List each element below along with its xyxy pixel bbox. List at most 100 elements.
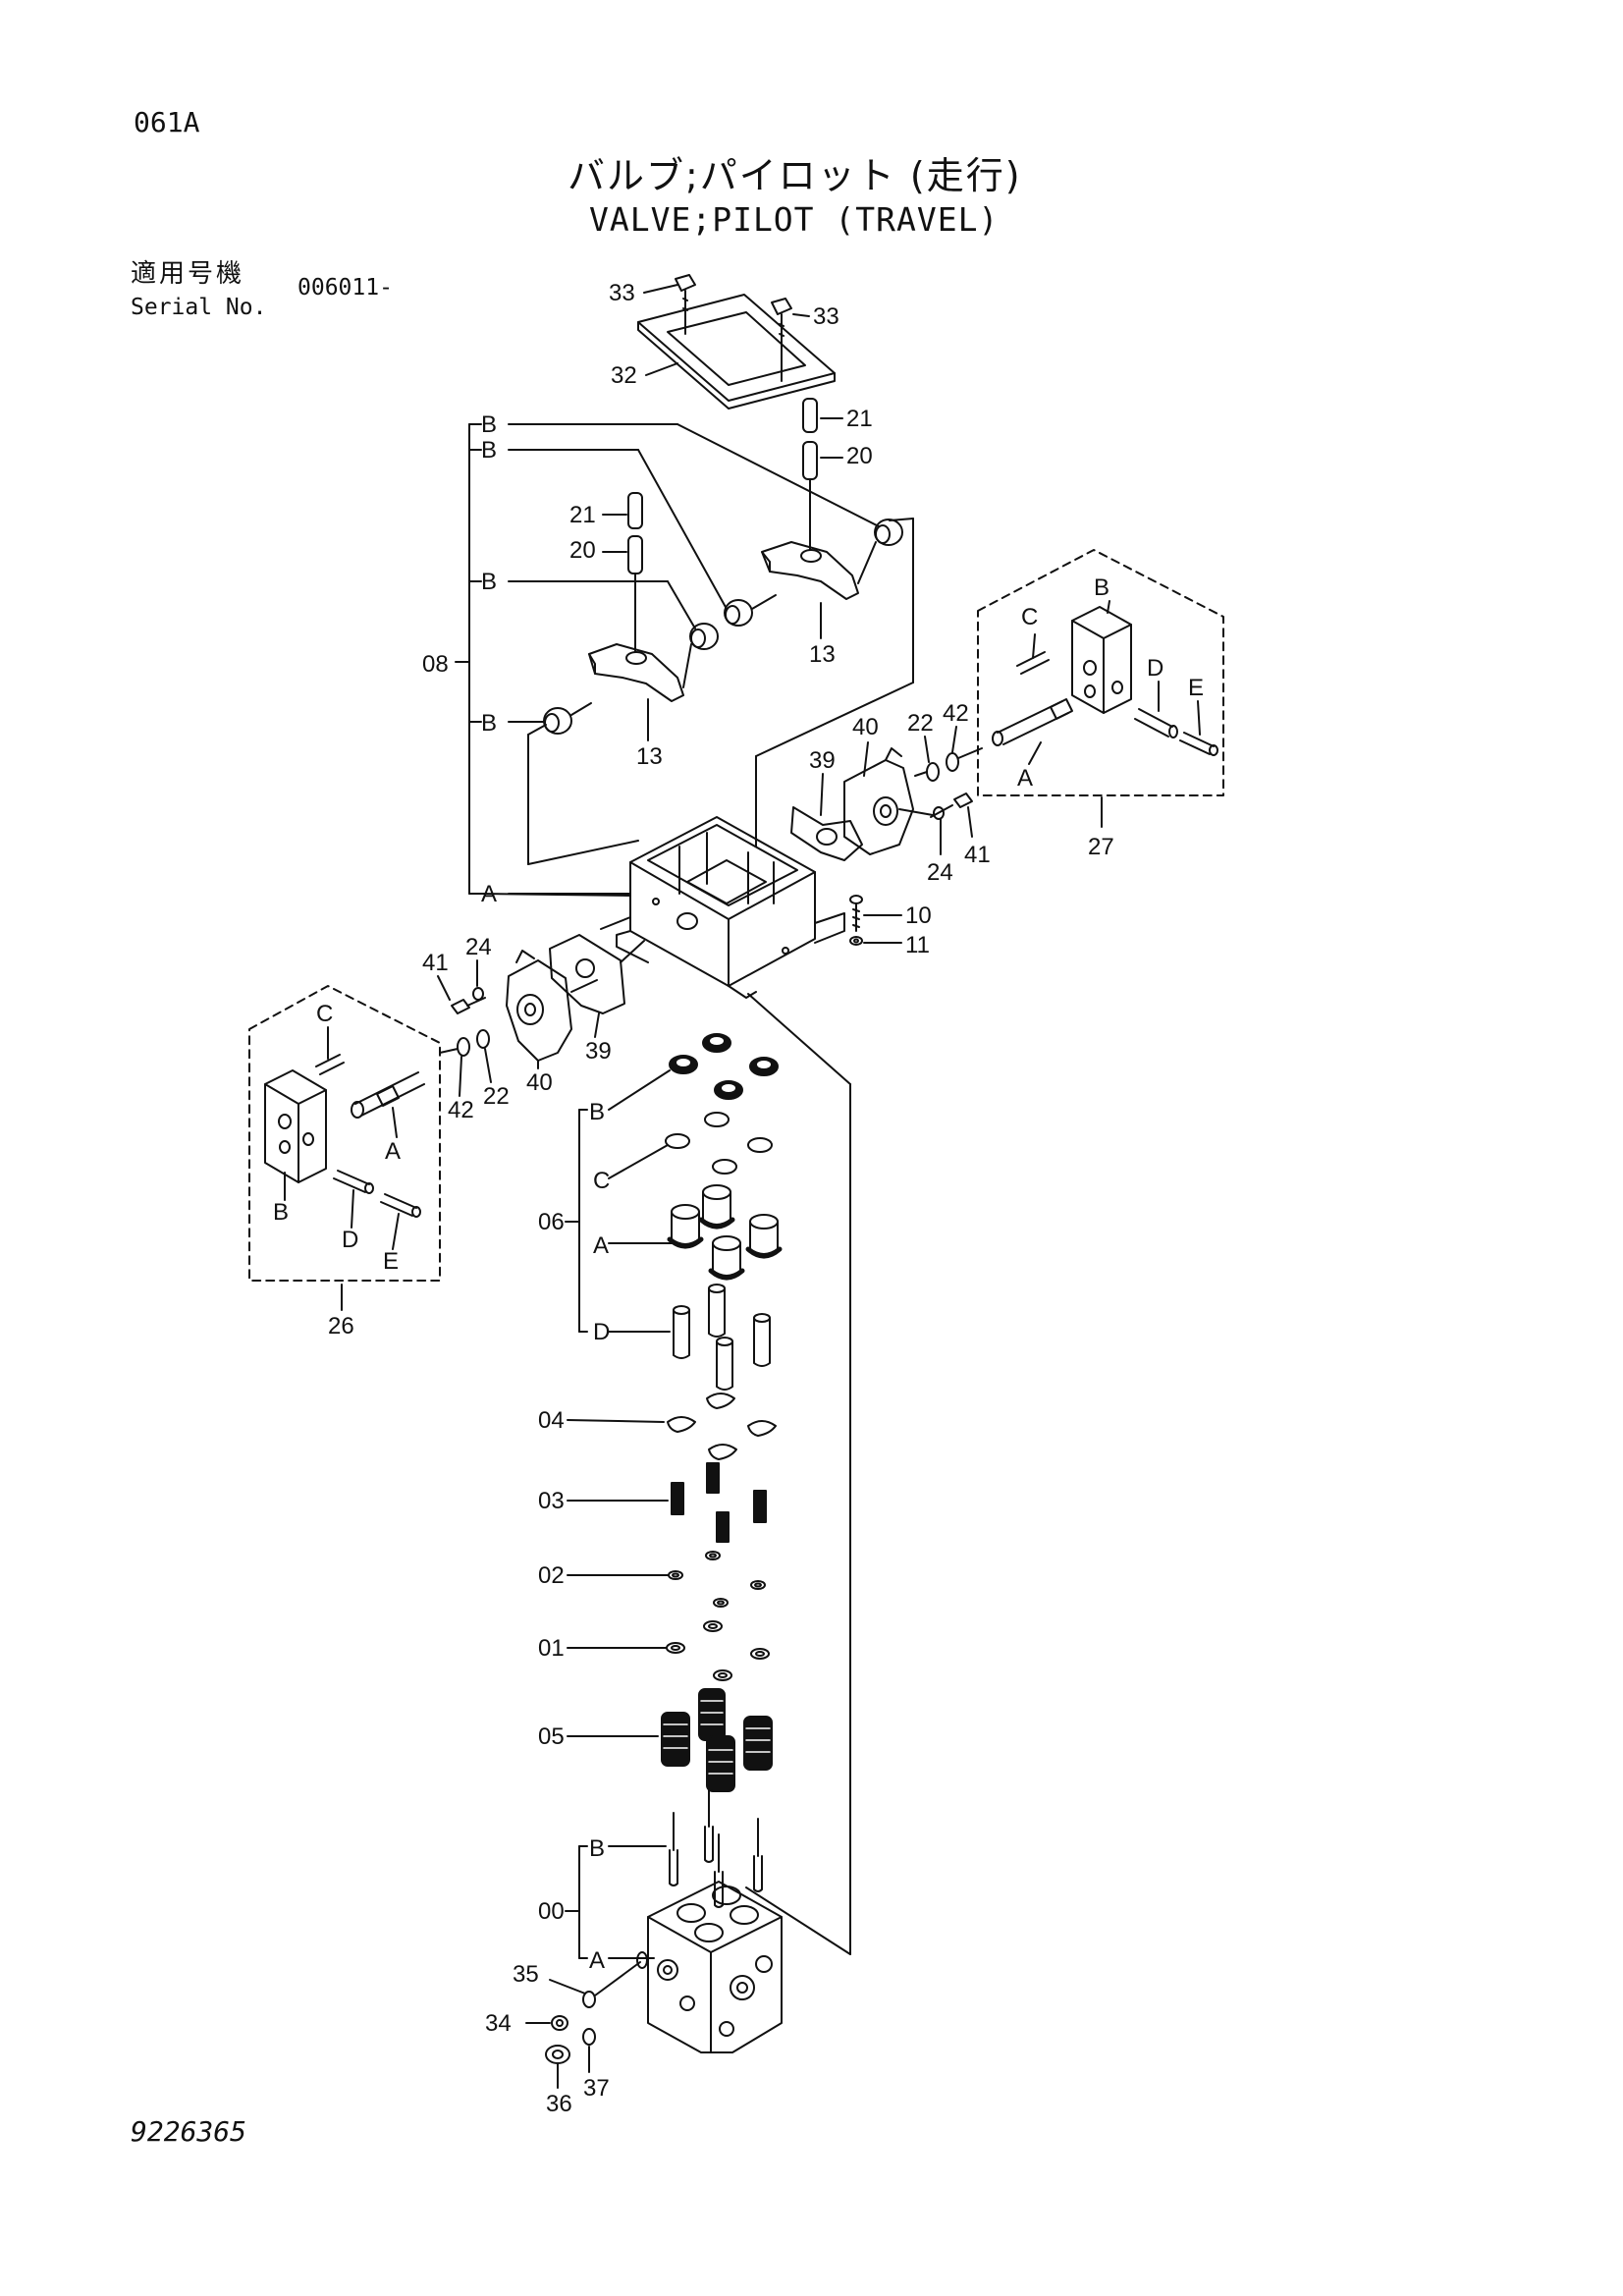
o-ring-35 — [582, 1991, 596, 2008]
callout-20b: 20 — [569, 537, 596, 564]
cap-40-left — [506, 950, 572, 1062]
callout-34: 34 — [485, 2010, 512, 2037]
plug-36 — [545, 2045, 570, 2064]
assembly-27-right — [977, 549, 1224, 796]
spool-set-00 — [669, 1788, 763, 1908]
callout-33a: 33 — [609, 280, 635, 306]
assembly-26-left — [248, 985, 441, 1282]
lever-13-left — [588, 643, 684, 702]
callout-03: 03 — [538, 1488, 565, 1514]
washer-set-02 — [668, 1551, 766, 1608]
bolt-41-left — [451, 997, 486, 1014]
callout-26: 26 — [328, 1313, 354, 1339]
letter-right-b: B — [1094, 574, 1109, 601]
letter-right-d: D — [1147, 655, 1163, 682]
callout-24-right: 24 — [927, 859, 953, 886]
o-ring-42-left — [457, 1037, 470, 1057]
bushing-b2 — [724, 599, 753, 627]
callout-21b: 21 — [569, 502, 596, 528]
callout-39-right: 39 — [809, 747, 836, 774]
letter-06-b: B — [589, 1099, 605, 1125]
callout-24-left: 24 — [465, 934, 492, 960]
letter-b4: B — [481, 710, 497, 737]
callout-13a: 13 — [809, 641, 836, 668]
callout-41-right: 41 — [964, 842, 991, 868]
letter-b2: B — [481, 437, 497, 464]
o-ring-22-right — [926, 762, 940, 782]
letter-b1: B — [481, 411, 497, 438]
callout-42-left: 42 — [448, 1097, 474, 1123]
bolt-33a — [675, 274, 696, 335]
letter-left-e: E — [383, 1248, 399, 1275]
letter-06-d: D — [593, 1319, 610, 1345]
letter-left-a: A — [385, 1138, 401, 1165]
lever-13-right — [761, 541, 859, 600]
callout-06: 06 — [538, 1209, 565, 1235]
bushing-b4 — [543, 707, 572, 735]
callout-40-left: 40 — [526, 1069, 553, 1096]
o-ring-42-right — [946, 752, 959, 772]
bushing-b3 — [689, 623, 719, 650]
washer-set-01 — [666, 1620, 770, 1681]
serial-label-japanese: 適用号機 — [131, 259, 245, 289]
pin-21-upper — [802, 398, 818, 433]
callout-00: 00 — [538, 1898, 565, 1925]
serial-label-english: Serial No. — [131, 295, 267, 320]
title-japanese: バルブ;パイロット (走行) — [568, 154, 1022, 197]
callout-42-right: 42 — [943, 700, 969, 727]
pin-20-lower — [627, 535, 643, 574]
pin-set-06-D — [673, 1284, 771, 1391]
callout-05: 05 — [538, 1723, 565, 1750]
plate-set-06-C — [665, 1112, 773, 1175]
callout-37: 37 — [583, 2075, 610, 2102]
callout-35: 35 — [513, 1961, 539, 1988]
cover-plate — [637, 294, 836, 410]
plug-34 — [551, 2015, 568, 2031]
valve-body — [600, 816, 845, 999]
callout-labels: 33 33 32 21 20 21 20 13 13 08 40 22 42 3… — [273, 280, 1204, 2117]
letter-00-a: A — [589, 1947, 605, 1974]
plug-set-06-A — [667, 1184, 783, 1281]
letter-right-e: E — [1188, 675, 1204, 701]
lower-body — [636, 1881, 783, 2053]
letter-06-c: C — [593, 1168, 610, 1194]
letter-right-a: A — [1017, 765, 1033, 792]
callout-20a: 20 — [846, 443, 873, 469]
letter-b3: B — [481, 569, 497, 595]
callout-02: 02 — [538, 1562, 565, 1589]
callout-04: 04 — [538, 1407, 565, 1434]
letter-left-b: B — [273, 1199, 289, 1226]
pin-20-upper — [802, 441, 818, 480]
bolt-33b — [771, 298, 792, 382]
callout-11: 11 — [905, 932, 930, 958]
washer-24-right — [933, 806, 945, 820]
letter-00-b: B — [589, 1835, 605, 1862]
callout-33b: 33 — [813, 303, 839, 330]
gasket-39-right — [790, 806, 863, 861]
callout-08: 08 — [422, 651, 449, 678]
callout-01: 01 — [538, 1635, 565, 1662]
spring-set-03 — [671, 1462, 767, 1543]
pin-21-lower — [627, 492, 643, 529]
callout-22-right: 22 — [907, 710, 934, 737]
bracket-06 — [565, 1109, 588, 1333]
letter-left-d: D — [342, 1227, 358, 1253]
callout-10: 10 — [905, 902, 932, 929]
spring-set-05 — [661, 1688, 773, 1792]
callout-36: 36 — [546, 2091, 572, 2117]
letter-left-c: C — [316, 1001, 333, 1027]
serial-number: 006011- — [298, 275, 393, 301]
callout-21a: 21 — [846, 406, 873, 432]
page-code: 061A — [134, 106, 200, 138]
bracket-00 — [565, 1845, 588, 1959]
title-english: VALVE;PILOT (TRAVEL) — [589, 200, 1000, 239]
callout-32: 32 — [611, 362, 637, 389]
o-ring-22-left — [476, 1029, 490, 1049]
document-code: 9226365 — [131, 2115, 247, 2148]
letter-a1: A — [481, 881, 497, 907]
cap-40-right — [843, 747, 914, 855]
callout-13b: 13 — [636, 743, 663, 770]
letter-06-a: A — [593, 1232, 609, 1259]
screw-10 — [849, 895, 863, 932]
